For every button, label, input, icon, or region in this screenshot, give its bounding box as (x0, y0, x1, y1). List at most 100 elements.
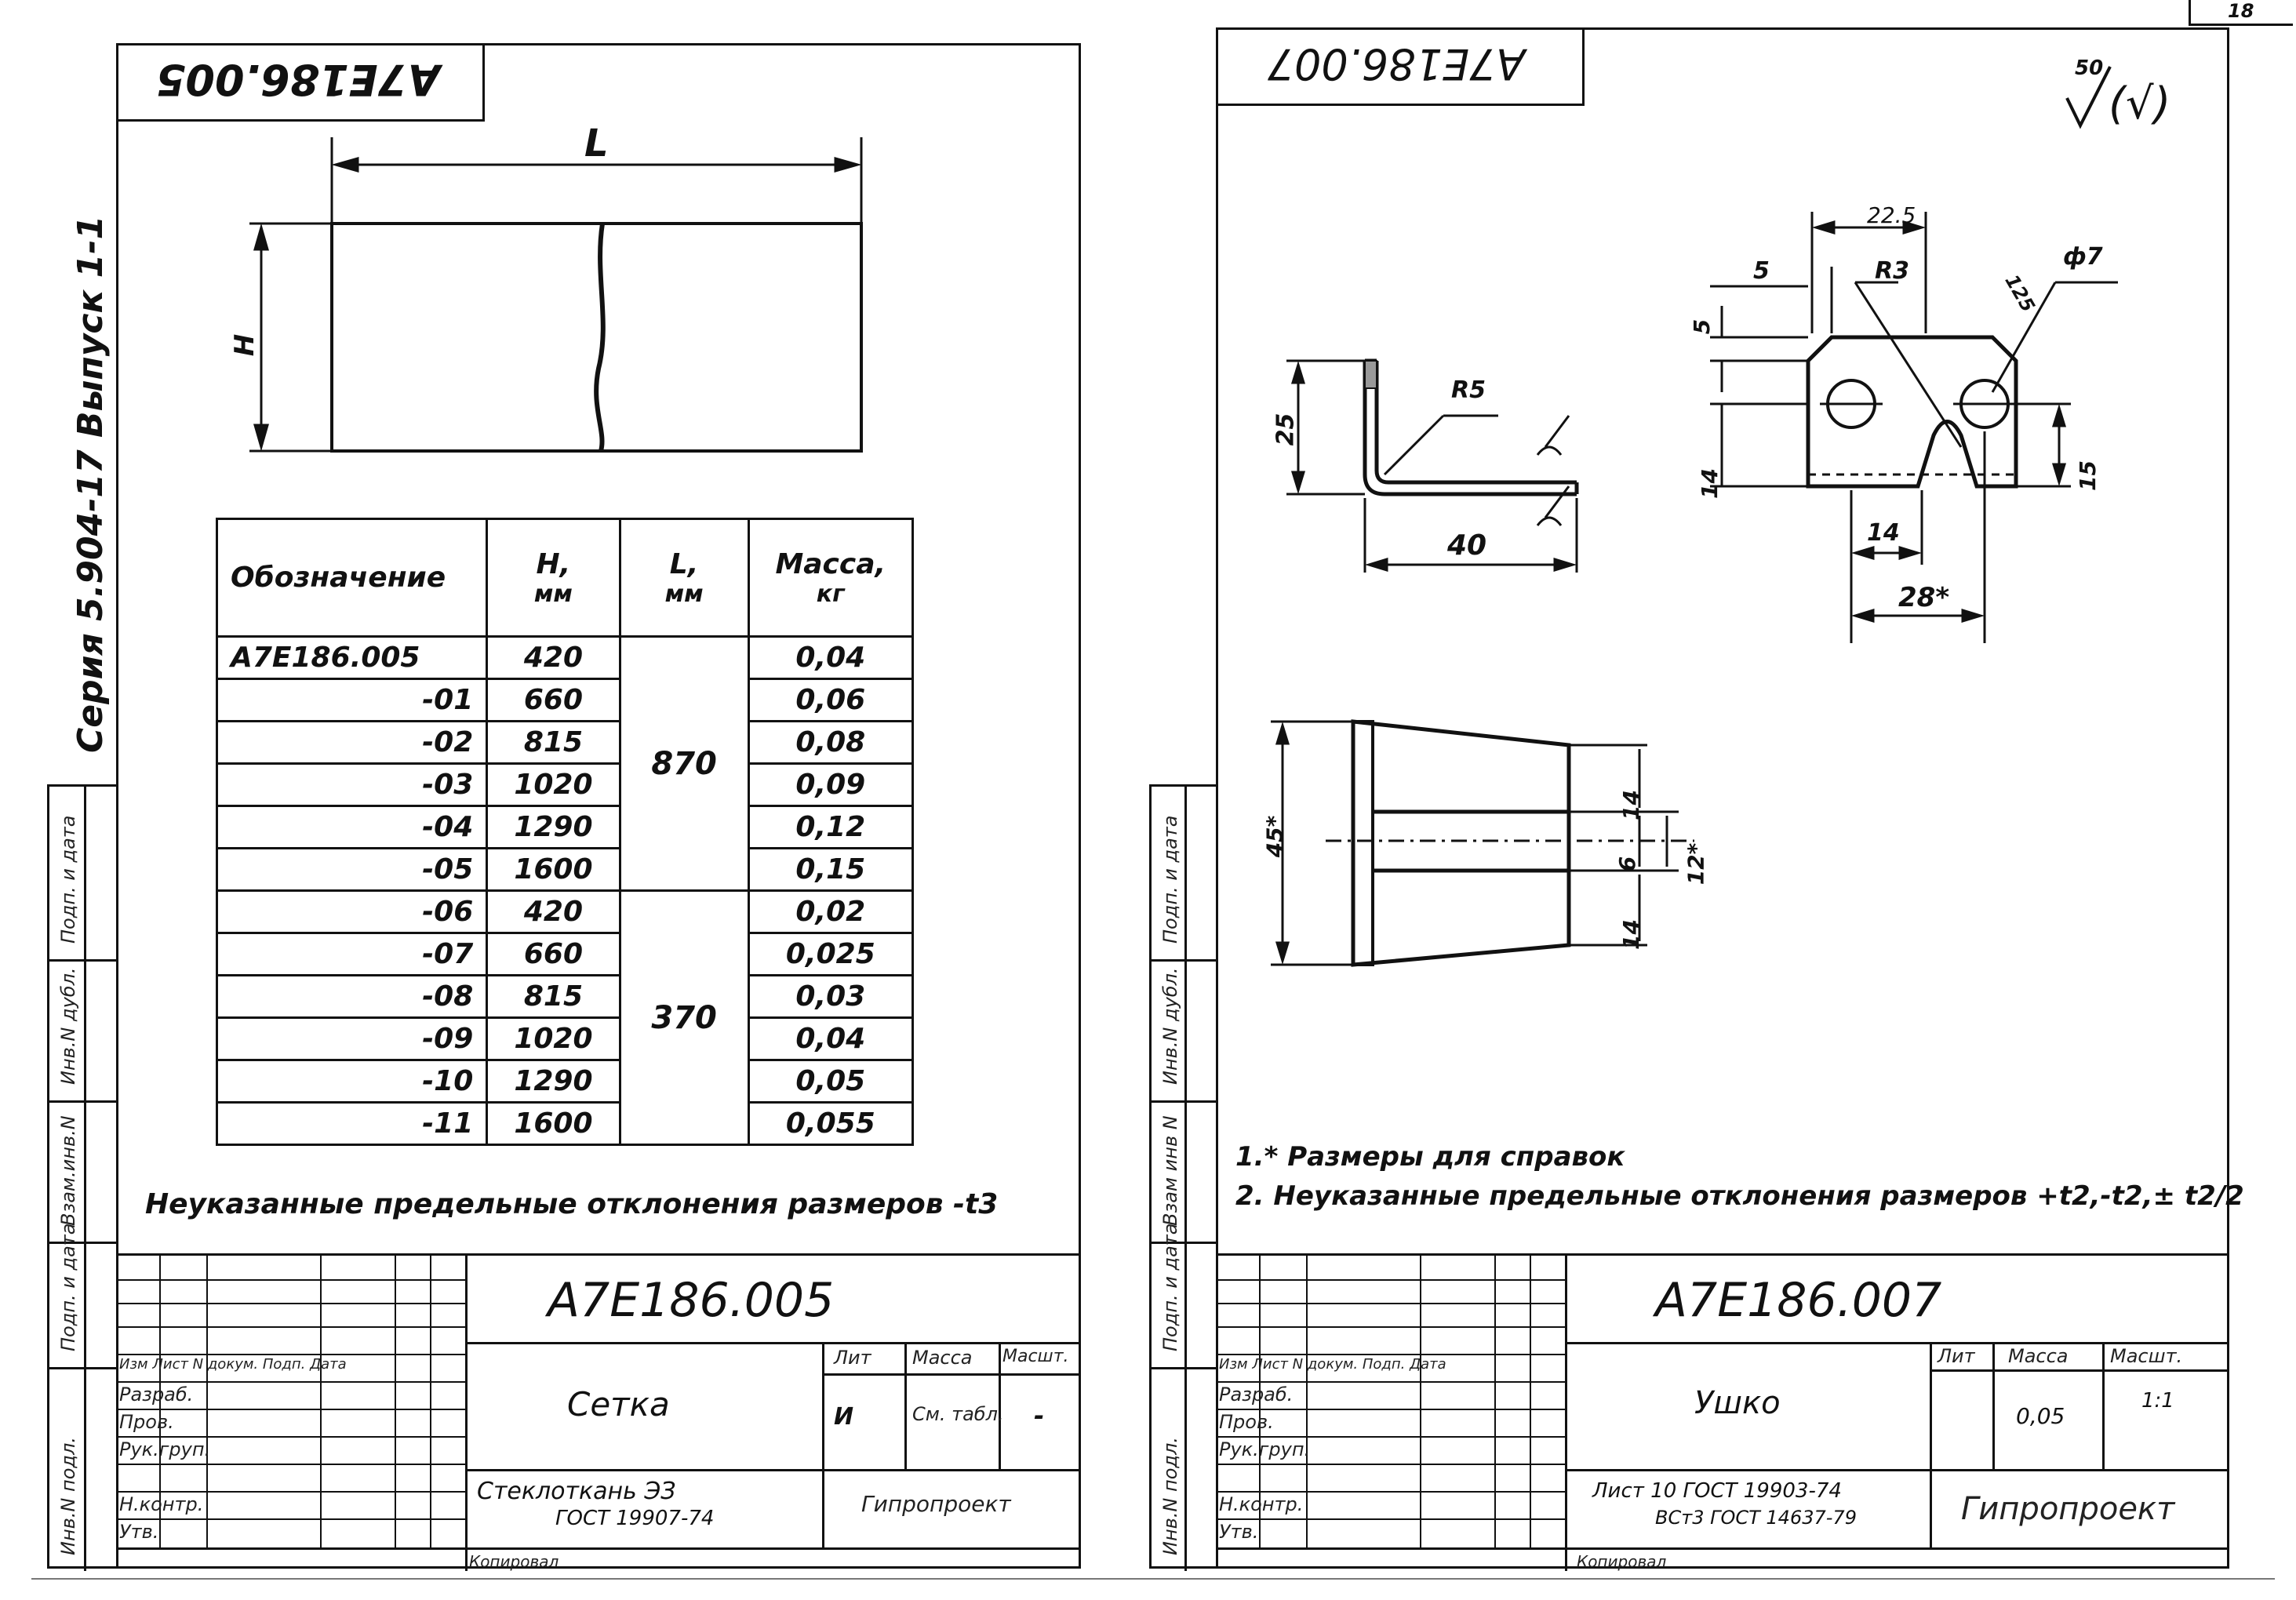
left-tb-material-2: ГОСТ 19907-74 (555, 1507, 715, 1530)
left-tb-material-1: Стеклоткань ЭЗ (477, 1478, 676, 1505)
dim-14b: 14 (1867, 519, 1900, 547)
left-tb-code: А7Е186.005 (548, 1273, 835, 1328)
left-header-code: А7Е186.005 (155, 55, 441, 104)
dim-25: 25 (1272, 413, 1300, 446)
r-tb-row-0: Изм Лист N докум. Подп. Дата (1219, 1356, 1446, 1373)
tb-row-0: Изм Лист N докум. Подп. Дата (119, 1356, 347, 1373)
right-tb-footer: Копировал (1577, 1552, 1667, 1571)
stamp-label-2: Инв.N дубл. (57, 967, 79, 1085)
dim-22-5: 22.5 (1867, 202, 1916, 228)
th-h: H,мм (486, 518, 621, 638)
tb-row-1: Разраб. (119, 1384, 194, 1405)
dim-l-label: L (584, 122, 609, 165)
left-tb-footer: Копировал (469, 1552, 559, 1571)
dim-15: 15 (2074, 460, 2101, 491)
left-tb-org: Гипропроект (861, 1491, 1011, 1517)
page-number-frame (2189, 0, 2293, 26)
right-header-box (1216, 27, 1585, 106)
th-l: L,мм (618, 518, 750, 638)
bracket-side-view (1286, 358, 1579, 573)
dim-r3: R3 (1875, 257, 1909, 285)
stamp-label-1: Подп. и дата (57, 815, 79, 944)
stamp-label-5: Инв.N подл. (57, 1437, 79, 1555)
left-header-box (116, 43, 485, 122)
left-tb-name: Сетка (567, 1385, 670, 1424)
dim-phi7: ф7 (2063, 243, 2103, 271)
dim-r5: R5 (1451, 376, 1486, 404)
stamp-label-4: Подп. и дата (57, 1223, 79, 1352)
r-stamp-label-4: Подп. и дата (1159, 1223, 1181, 1352)
l-group-1: 870 (618, 635, 750, 892)
right-tb-org: Гипропроект (1961, 1491, 2175, 1527)
ear-front-view (1271, 719, 1694, 967)
right-tb-material-2: ВСт3 ГОСТ 14637-79 (1655, 1507, 1857, 1529)
left-tb-mass-header: Масса (912, 1347, 973, 1369)
page-number: 18 (2228, 0, 2254, 22)
dim-14d: 14 (1617, 919, 1644, 950)
r-tb-row-3: Рук.груп. (1219, 1438, 1311, 1460)
dim-5a: 5 (1753, 257, 1770, 285)
dim-6: 6 (1614, 856, 1641, 872)
th-designation: Обозначение (215, 518, 489, 638)
dim-40: 40 (1447, 529, 1487, 562)
left-tb-lit-header: Лит (834, 1347, 871, 1369)
r-tb-row-2: Пров. (1219, 1411, 1274, 1433)
bottom-rule (31, 1578, 2275, 1580)
dim-14c: 14 (1617, 790, 1644, 820)
right-sheet-frame (1216, 27, 2229, 1569)
series-label: Серия 5.904-17 Выпуск 1-1 (71, 215, 111, 753)
r-stamp-label-2: Инв.N дубл. (1159, 967, 1181, 1085)
tb-row-4: Н.контр. (119, 1493, 204, 1515)
right-tb-mass-value: 0,05 (2016, 1403, 2065, 1429)
left-tb-mass-value: См. табл. (912, 1403, 1004, 1425)
dim-h-label: H (229, 333, 261, 357)
left-sheet-frame (116, 43, 1081, 1569)
dim-12: 12* (1683, 842, 1709, 885)
tb-row-3: Рук.груп. (119, 1438, 211, 1460)
right-stamp-strip: Подп. и дата Инв.N дубл. Взам инв N Подп… (1149, 784, 1218, 1571)
right-note-1: 1.* Размеры для справок (1235, 1141, 1625, 1173)
right-title-block: Изм Лист N докум. Подп. Дата Разраб. Про… (1216, 1253, 2229, 1571)
tb-row-5: Утв. (119, 1521, 159, 1543)
right-tb-scale-header: Масшт. (2110, 1345, 2183, 1367)
right-tb-material-1: Лист 10 ГОСТ 19903-74 (1592, 1479, 1842, 1503)
r-stamp-label-3: Взам инв N (1159, 1115, 1181, 1226)
left-stamp-strip: Подп. и дата Инв.N дубл. Взам.инв.N Подп… (47, 784, 118, 1571)
right-tb-lit-header: Лит (1938, 1345, 1975, 1367)
right-tb-code: А7Е186.007 (1655, 1273, 1942, 1328)
left-tb-scale-header: Масшт. (1002, 1347, 1069, 1366)
tb-row-2: Пров. (119, 1411, 174, 1433)
roughness-icon (2065, 66, 2112, 129)
dim-45: 45* (1261, 815, 1288, 858)
r-tb-row-4: Н.контр. (1219, 1493, 1304, 1515)
left-note: Неуказанные предельные отклонения размер… (145, 1188, 999, 1220)
mesh-drawing (249, 137, 863, 453)
th-mass: Масса,кг (747, 518, 915, 638)
r-tb-row-1: Разраб. (1219, 1384, 1294, 1405)
dim-14a: 14 (1696, 468, 1723, 499)
left-tb-lit-value: И (834, 1403, 854, 1431)
spec-table: Обозначение H,мм L,мм Масса,кг А7Е186.00… (215, 518, 915, 1146)
roughness-extra: (√) (2109, 78, 2171, 129)
r-stamp-label-5: Инв.N подл. (1159, 1437, 1181, 1555)
stamp-label-3: Взам.инв.N (57, 1115, 79, 1226)
dim-5b: 5 (1689, 318, 1716, 335)
r-stamp-label-1: Подп. и дата (1159, 815, 1181, 944)
right-tb-scale-value: 1:1 (2141, 1389, 2174, 1413)
right-header-code: А7Е186.007 (1267, 39, 1526, 89)
left-title-block: Изм Лист N докум. Подп. Дата Разраб. Про… (116, 1253, 1081, 1571)
roughness-value: 50 (2075, 56, 2104, 80)
dim-28: 28* (1898, 582, 1950, 613)
right-note-2: 2. Неуказанные предельные отклонения раз… (1235, 1180, 2244, 1212)
